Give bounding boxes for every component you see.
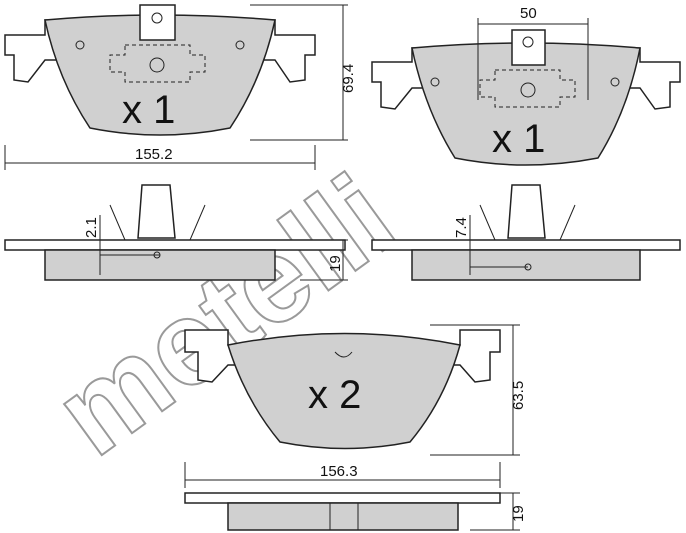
pad-2-front-view: x 1 50 — [371, 5, 681, 166]
pad-1-front-view: x 1 69.4 155.2 — [4, 4, 357, 170]
offset-dimension: 7.4 — [453, 217, 470, 238]
height-dimension: 69.4 — [340, 64, 357, 93]
quantity-label: x 1 — [122, 88, 175, 132]
thickness-dimension: 19 — [510, 505, 527, 522]
width-dimension: 155.2 — [135, 146, 173, 163]
quantity-label: x 1 — [492, 117, 545, 161]
height-dimension: 63.5 — [510, 381, 527, 410]
quantity-label: x 2 — [308, 373, 361, 417]
pad-3-side-view: 19 — [184, 492, 527, 531]
width-dimension: 156.3 — [320, 463, 358, 480]
thickness-dimension: 19 — [327, 255, 344, 272]
offset-dimension: 2.1 — [83, 217, 100, 238]
pad-1-side-view: 2.1 19 — [4, 184, 348, 281]
pad-3-front-view: x 2 63.5 156.3 — [184, 324, 527, 488]
tab-width-dimension: 50 — [520, 5, 537, 22]
pad-2-side-view: 7.4 19 — [371, 184, 681, 281]
